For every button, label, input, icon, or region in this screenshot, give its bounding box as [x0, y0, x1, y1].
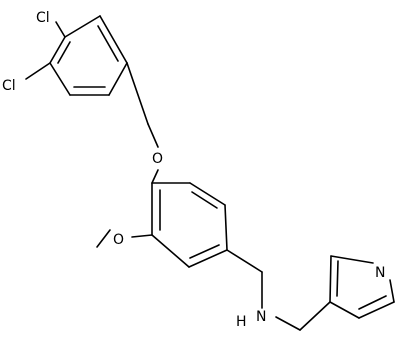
chlorine-label-top: Cl [36, 10, 50, 26]
methoxyphenyl-ring [151, 182, 228, 268]
ether-oxygen-label: O [152, 151, 163, 167]
benzyl-ether-linker [126, 62, 159, 184]
amine-nitrogen-label: N [256, 309, 266, 325]
pyridine-ring [329, 255, 395, 319]
amine-hydrogen-label: H [236, 314, 247, 330]
chloro-bonds [25, 21, 66, 80]
dichlorophenyl-ring [49, 15, 128, 96]
chlorine-label-left: Cl [2, 78, 16, 94]
amine-linker [226, 249, 331, 331]
pyridine-nitrogen-label: N [375, 265, 385, 281]
methoxy-group [96, 229, 153, 248]
methoxy-oxygen-label: O [113, 232, 124, 248]
